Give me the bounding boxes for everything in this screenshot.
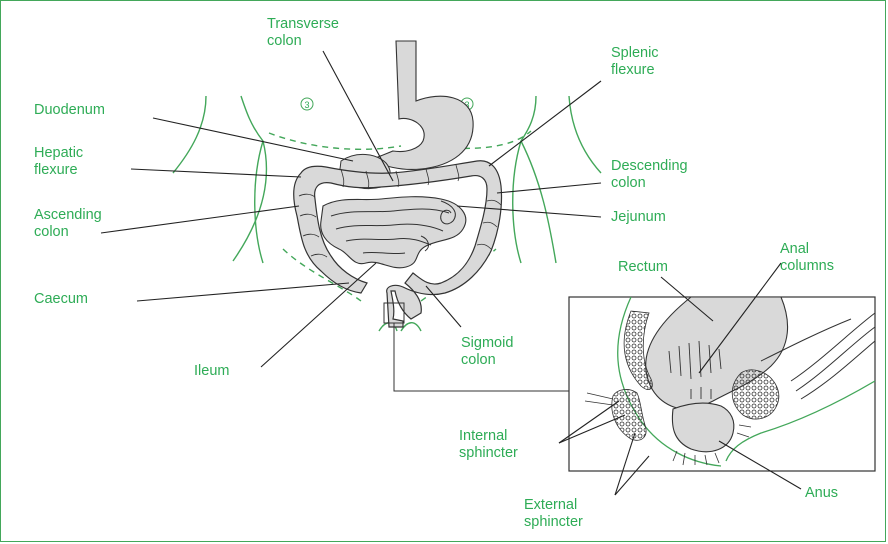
leader-ascending-colon bbox=[101, 206, 299, 233]
svg-text:3: 3 bbox=[304, 100, 309, 110]
region-marker-left: 3 bbox=[301, 98, 313, 110]
leader-jejunum bbox=[457, 206, 601, 217]
leader-caecum bbox=[137, 283, 349, 301]
leader-ileum bbox=[261, 263, 376, 367]
stomach bbox=[373, 41, 473, 169]
leader-hepatic-flexure bbox=[131, 169, 301, 177]
detail-connector bbox=[394, 323, 593, 391]
small-intestine bbox=[321, 197, 466, 268]
leader-splenic-flexure bbox=[489, 81, 601, 166]
